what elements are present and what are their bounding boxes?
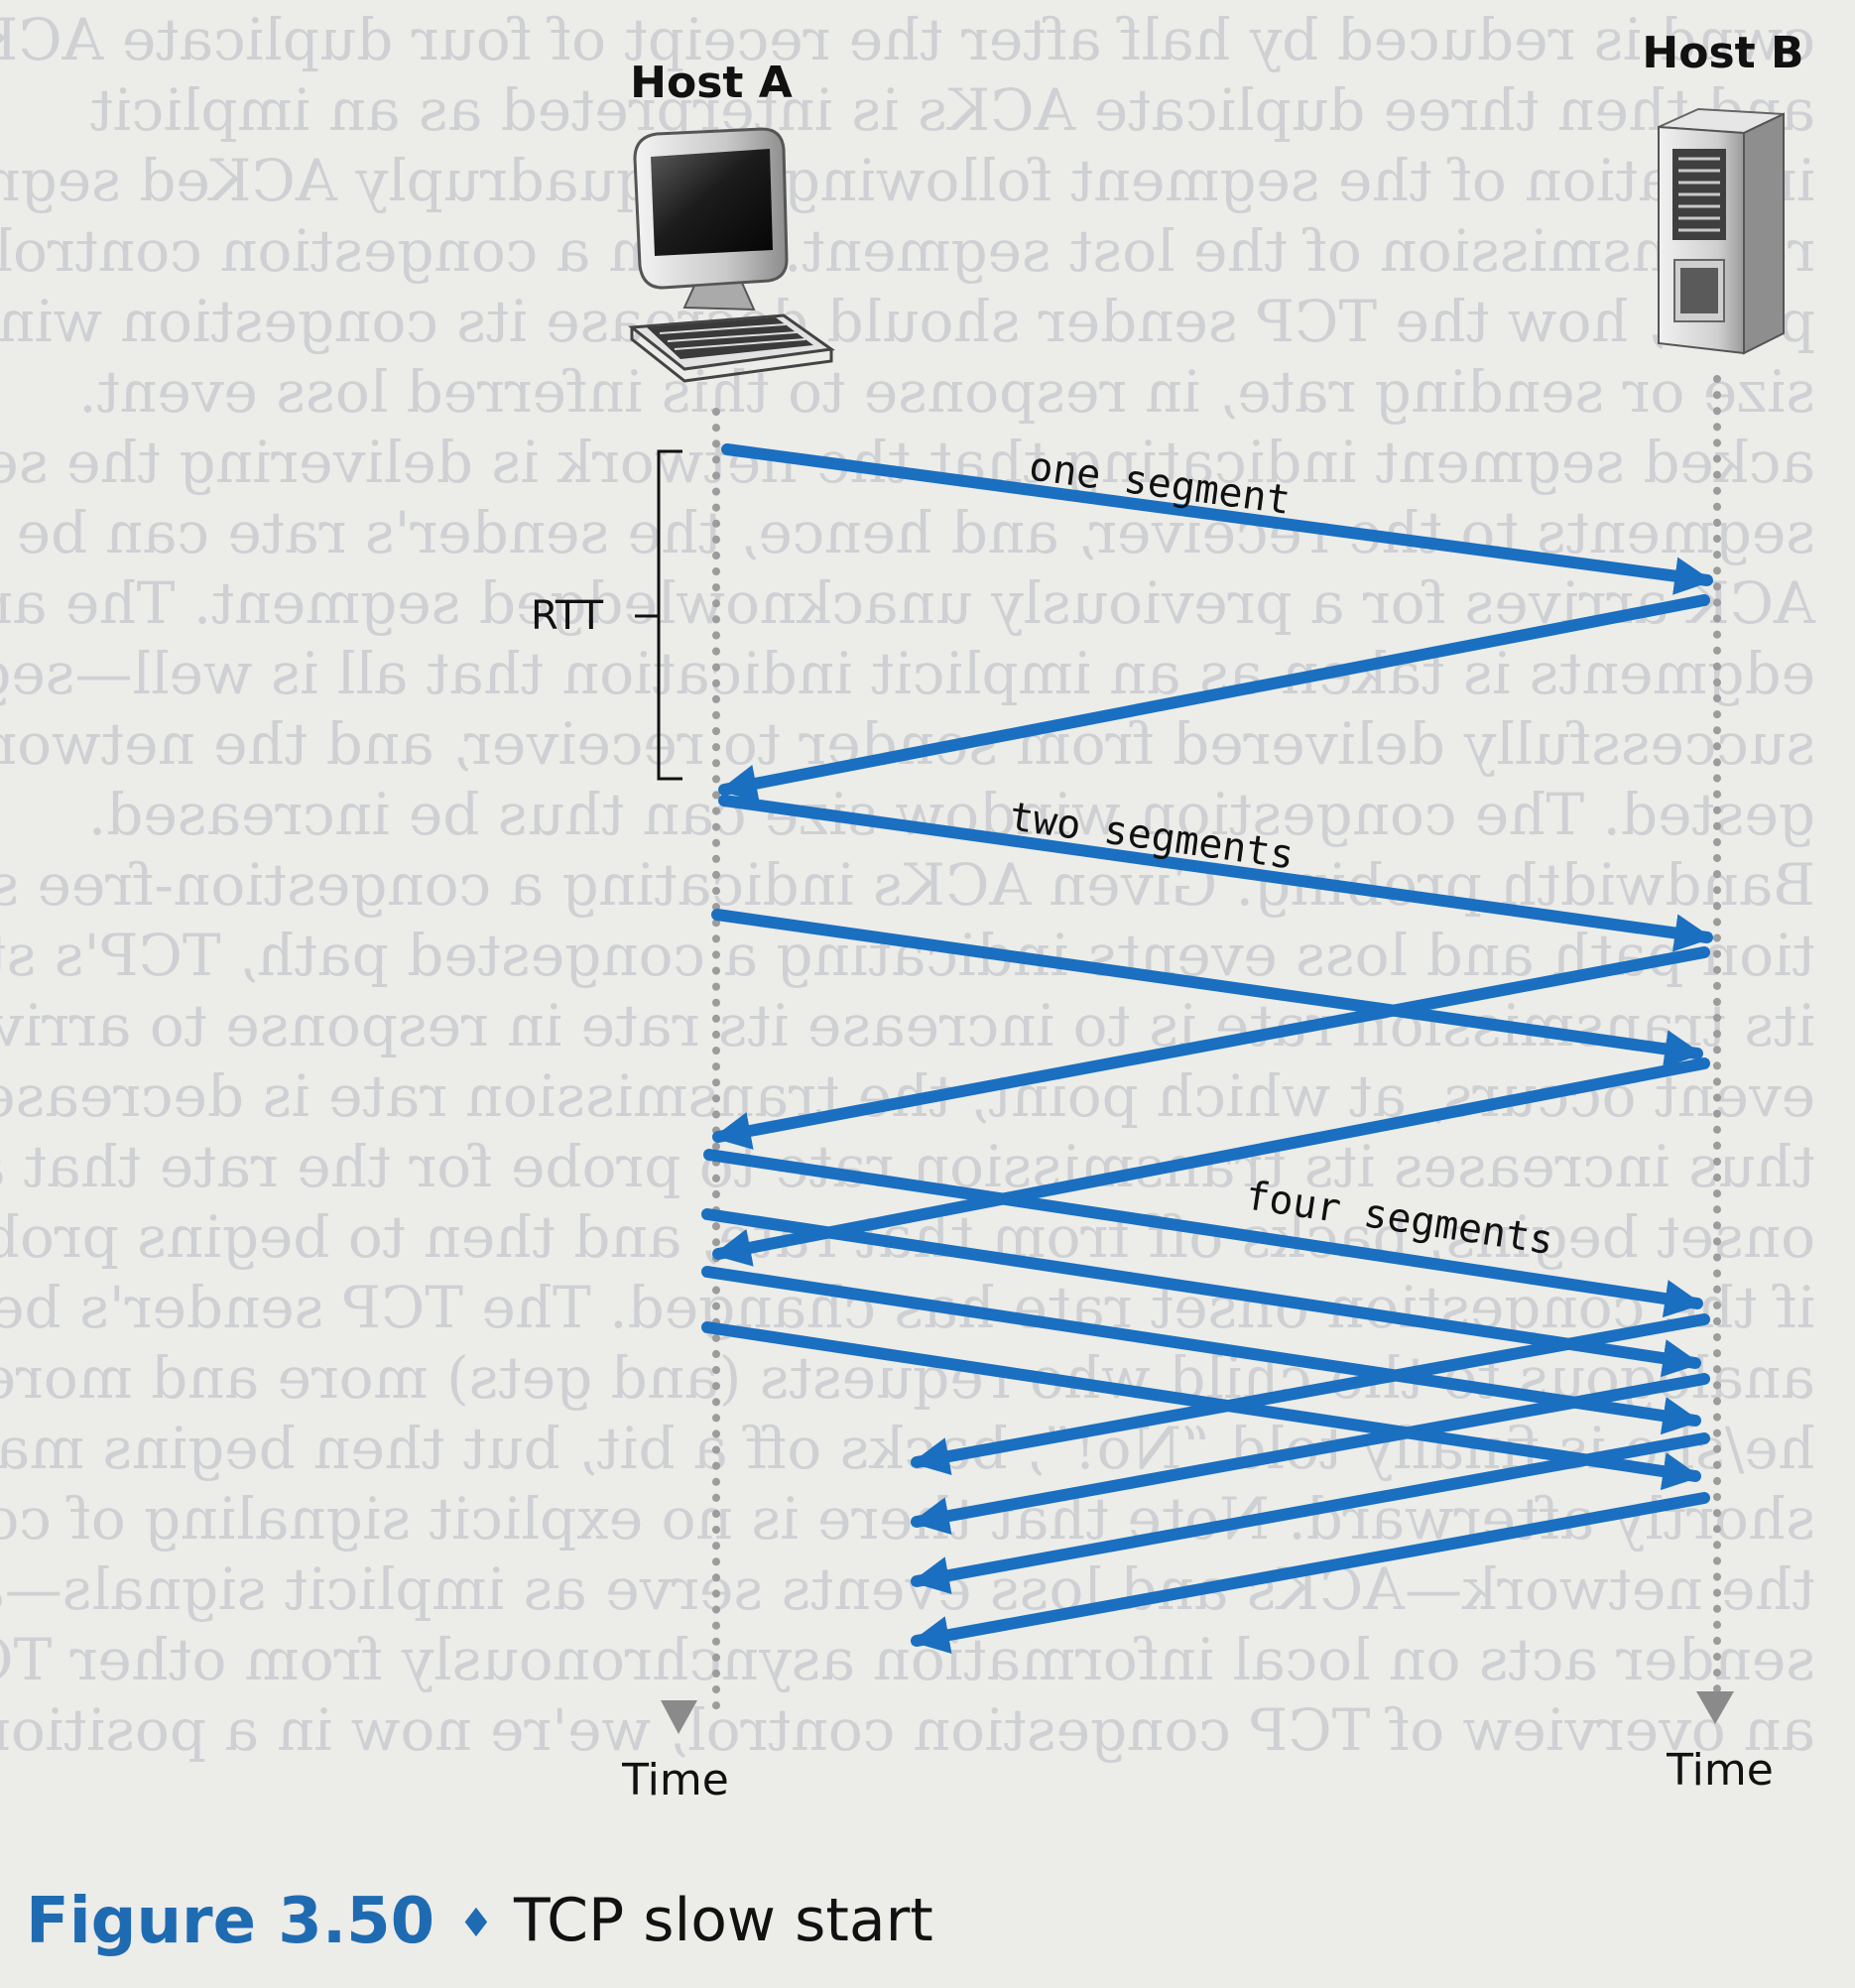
ack-arrow — [911, 1432, 1710, 1595]
segment-arrow — [701, 1208, 1701, 1378]
background-text-line: edgments is taken as an implicit indicat… — [0, 640, 1815, 707]
segment-arrow — [701, 1321, 1701, 1491]
host-a-time-label: Time — [621, 1755, 729, 1805]
host-b-time-label: Time — [1666, 1745, 1774, 1796]
background-text-line: the network—ACKs and loss events serve a… — [0, 1555, 1815, 1623]
background-text: cwnd is reduced by half after the receip… — [0, 6, 1816, 1764]
host-b-timeline-arrowhead — [1696, 1691, 1734, 1724]
segment-arrow — [703, 1149, 1703, 1318]
background-text-line: an overview of TCP congestion control, w… — [0, 1696, 1815, 1764]
desktop-computer-icon — [628, 127, 835, 383]
host-a-timeline-arrowhead — [661, 1700, 697, 1734]
host-b-label: Host B — [1642, 28, 1803, 78]
background-text-line: point, how the TCP sender should decreas… — [0, 288, 1815, 355]
ack-arrow — [712, 946, 1710, 1150]
figure-number: Figure 3.50 — [26, 1885, 434, 1958]
background-text-line: shortly afterward. Note that there is no… — [0, 1485, 1815, 1553]
background-text-line: retransmission of the lost segment. From… — [0, 217, 1815, 285]
figure-caption: Figure 3.50 ♦ TCP slow start — [26, 1885, 933, 1958]
host-a-label: Host A — [630, 58, 793, 108]
background-text-line: and then three duplicate ACKs is interpr… — [90, 76, 1815, 144]
background-text-line: Bandwidth probing. Given ACKs indicating… — [0, 851, 1815, 919]
background-text-line: indication of the segment following the … — [0, 147, 1815, 214]
segment-arrow — [721, 443, 1713, 595]
figure-title: TCP slow start — [513, 1886, 933, 1955]
round-1 — [718, 443, 1713, 803]
ack-arrow — [718, 594, 1710, 803]
rtt-label: RTT — [531, 593, 604, 639]
segment-arrow — [718, 795, 1713, 952]
background-text-line: successfully delivered from sender to re… — [0, 710, 1815, 778]
figure-separator-icon: ♦ — [458, 1901, 494, 1946]
background-text-line: ACK arrives for a previously unacknowled… — [0, 569, 1816, 637]
segment-arrow — [701, 1266, 1701, 1435]
ack-arrow — [712, 1057, 1710, 1267]
background-text-line: sender acts on local information asynchr… — [0, 1626, 1815, 1693]
ack-arrow — [911, 1313, 1710, 1476]
ack-arrow — [911, 1373, 1710, 1536]
background-text-line: acked segment indicating that the networ… — [0, 429, 1815, 496]
server-tower-icon — [1658, 107, 1785, 355]
segment-arrow — [711, 909, 1703, 1068]
ack-arrow — [911, 1492, 1710, 1655]
round-2 — [711, 795, 1713, 1267]
round-3 — [701, 1149, 1710, 1655]
background-text-line: cwnd is reduced by half after the receip… — [0, 6, 1815, 73]
background-text-line: size or sending rate, in response to thi… — [78, 358, 1815, 426]
background-text-line: tion path and loss events indicating a c… — [0, 922, 1815, 989]
